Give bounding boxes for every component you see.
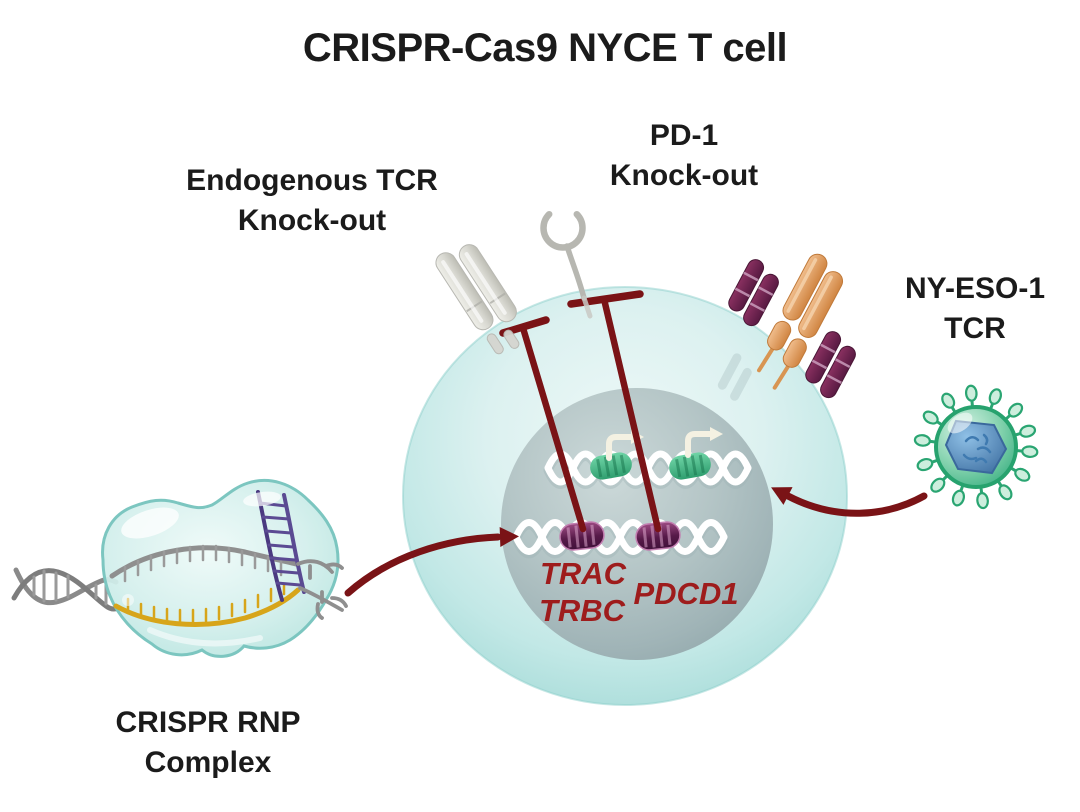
knockin-gene-segment-2	[669, 452, 711, 480]
dna-strand-knockout	[511, 519, 729, 559]
dna-strand-knockin	[543, 427, 753, 489]
gene-label-trac: TRAC	[539, 556, 627, 591]
label-line: TCR	[944, 312, 1006, 345]
gene-label-trbc: TRBC	[538, 593, 626, 628]
lentivirus-icon	[913, 384, 1039, 510]
endogenous-tcr-receptor-icon	[435, 244, 520, 355]
ny-eso1-tcr-receptor-icon	[728, 253, 856, 399]
target-dna-helix	[11, 567, 121, 612]
crispr-rnp-complex-icon	[101, 478, 348, 658]
label-line: Complex	[144, 746, 272, 779]
label-line: NY-ESO-1	[904, 272, 1046, 305]
label-crispr-rnp-complex: CRISPR RNP Complex	[115, 703, 300, 783]
label-line: PD-1	[649, 119, 719, 152]
label-line: CRISPR RNP	[115, 706, 301, 739]
label-ny-eso1-tcr: NY-ESO-1 TCR	[905, 269, 1045, 349]
label-pd1-knockout: PD-1 Knock-out	[610, 116, 758, 196]
figure-title: CRISPR-Cas9 NYCE T cell	[302, 26, 788, 70]
knockin-gene-segment-1	[590, 452, 632, 480]
label-line: Endogenous TCR	[186, 164, 438, 197]
pd1-receptor-icon	[540, 210, 593, 319]
inhibition-tbar-pd1	[567, 290, 662, 533]
transcription-arrow-icon	[685, 427, 723, 458]
protein-highlights	[121, 491, 281, 647]
knockout-gene-segment-trac	[559, 521, 605, 551]
virus-genome-marks	[962, 433, 992, 464]
virus-to-nucleus-arrow	[771, 487, 928, 517]
virus-capsid	[944, 419, 1008, 475]
label-endogenous-tcr-knockout: Endogenous TCR Knock-out	[186, 161, 438, 241]
label-line: Knock-out	[609, 159, 759, 192]
gene-label-pdcd1: PDCD1	[633, 576, 739, 611]
ghost-receptor-mark	[717, 353, 752, 401]
rnp-to-nucleus-arrow	[344, 527, 519, 597]
label-line: Knock-out	[237, 204, 387, 237]
cleaved-dna-ends	[296, 559, 348, 620]
